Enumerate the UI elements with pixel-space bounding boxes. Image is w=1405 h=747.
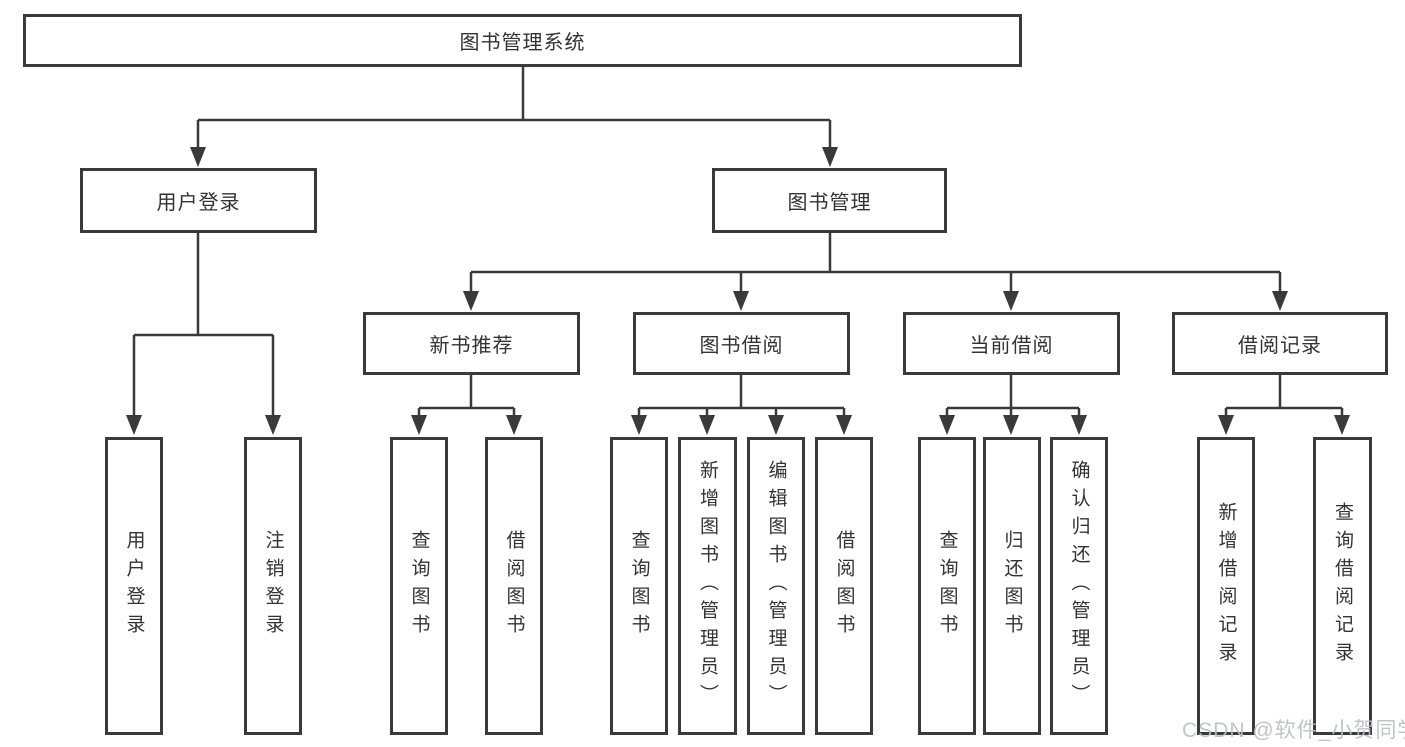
node-label: 借阅记录 — [1238, 335, 1322, 357]
node-book-management: 图书管理 — [712, 168, 947, 233]
leaf-query-books-recommend: 查询图书 — [390, 437, 448, 735]
leaf-query-books-borrowing: 查询图书 — [610, 437, 668, 735]
node-label: 归还图书 — [1001, 530, 1023, 642]
node-label: 注销登录 — [262, 530, 284, 642]
node-label: 借阅图书 — [503, 530, 525, 642]
leaf-logout: 注销登录 — [244, 437, 302, 735]
leaf-edit-books-admin: 编辑图书（管理员） — [747, 437, 805, 735]
leaf-borrow-books: 借阅图书 — [815, 437, 873, 735]
node-user-login: 用户登录 — [80, 168, 317, 233]
node-label: 新书推荐 — [429, 335, 514, 357]
node-label: 用户登录 — [156, 192, 241, 214]
node-new-book-recommend: 新书推荐 — [363, 312, 580, 375]
node-label: 编辑图书（管理员） — [765, 460, 787, 712]
node-label: 当前借阅 — [969, 335, 1054, 357]
node-book-borrowing: 图书借阅 — [633, 312, 850, 375]
leaf-user-login: 用户登录 — [105, 437, 163, 735]
node-label: 确认归还（管理员） — [1068, 460, 1090, 712]
node-label: 借阅图书 — [833, 530, 855, 642]
leaf-add-books-admin: 新增图书（管理员） — [678, 437, 737, 735]
leaf-confirm-return-admin: 确认归还（管理员） — [1050, 437, 1108, 735]
node-label: 用户登录 — [123, 530, 145, 642]
leaf-add-borrow-record: 新增借阅记录 — [1197, 437, 1255, 735]
node-label: 图书借阅 — [699, 335, 784, 357]
node-label: 查询图书 — [628, 530, 650, 642]
leaf-borrow-books-recommend: 借阅图书 — [485, 437, 543, 735]
node-current-borrowing: 当前借阅 — [903, 312, 1120, 375]
leaf-return-books: 归还图书 — [983, 437, 1041, 735]
leaf-query-borrow-record: 查询借阅记录 — [1313, 437, 1372, 735]
node-label: 查询借阅记录 — [1332, 502, 1353, 670]
node-label: 查询图书 — [408, 530, 430, 642]
node-label: 新增借阅记录 — [1215, 502, 1237, 670]
node-label: 图书管理系统 — [459, 32, 586, 54]
leaf-query-books-current: 查询图书 — [918, 437, 976, 735]
csdn-watermark: CSDN @软件_小贺同学 — [1182, 719, 1405, 742]
node-label: 新增图书（管理员） — [697, 460, 718, 712]
node-label: 图书管理 — [787, 192, 872, 214]
node-borrowing-records: 借阅记录 — [1172, 312, 1388, 375]
node-label: 查询图书 — [936, 530, 958, 642]
node-library-management-system: 图书管理系统 — [23, 14, 1022, 67]
